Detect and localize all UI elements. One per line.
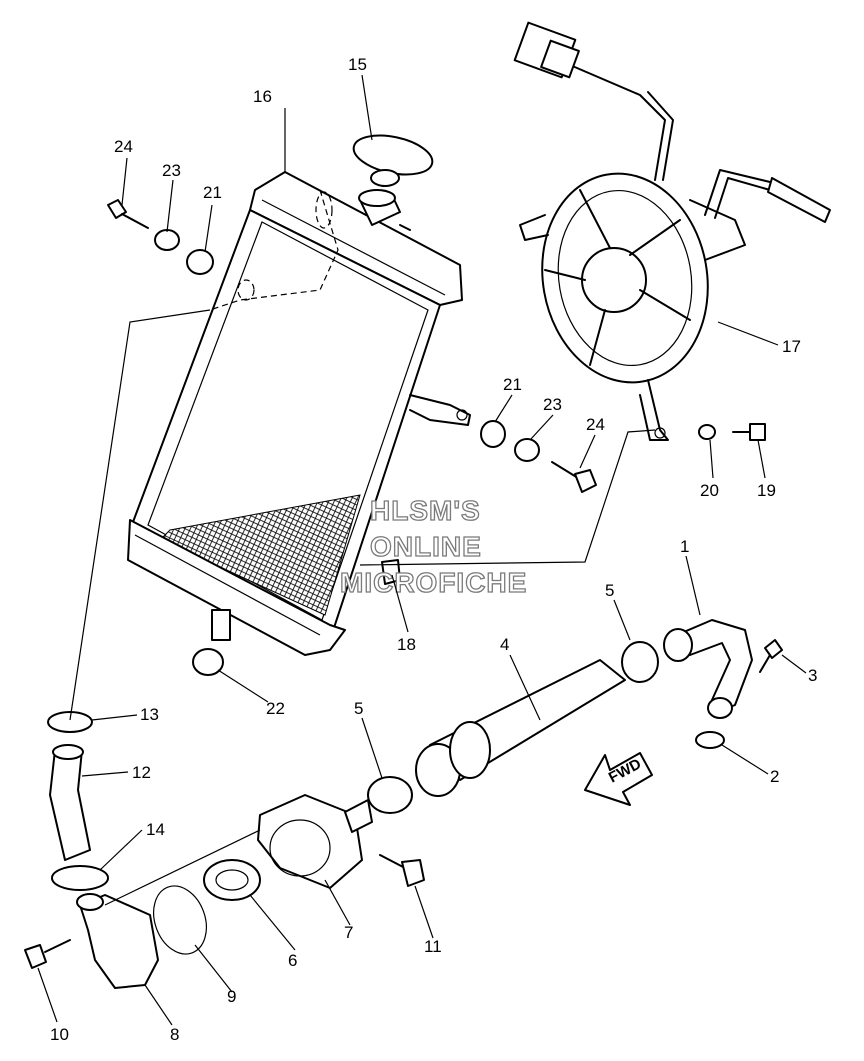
callout-5-left: 5 xyxy=(354,699,363,718)
callout-23-right: 23 xyxy=(543,395,562,414)
callout-23-upper: 23 xyxy=(162,161,181,180)
callout-10: 10 xyxy=(50,1025,69,1044)
hose-4 xyxy=(415,659,626,797)
callout-8: 8 xyxy=(170,1025,179,1044)
bolt-11 xyxy=(379,854,406,869)
thermostat xyxy=(203,859,261,901)
hardware-upper-left xyxy=(107,199,214,275)
watermark-line-3: MICROFICHE xyxy=(340,567,527,598)
clip-18 xyxy=(381,559,401,585)
thermostat-housing xyxy=(257,794,373,889)
callouts: 16 15 24 23 21 17 21 23 24 20 19 18 22 1… xyxy=(50,55,817,1044)
callout-5-right: 5 xyxy=(605,581,614,600)
callout-21-right: 21 xyxy=(503,375,522,394)
callout-22: 22 xyxy=(266,699,285,718)
callout-2: 2 xyxy=(770,767,779,786)
o-ring-2 xyxy=(695,731,725,749)
assembly-line-left xyxy=(69,309,211,721)
callout-7: 7 xyxy=(344,923,353,942)
callout-14: 14 xyxy=(146,820,165,839)
callout-11: 11 xyxy=(424,937,442,956)
callout-19: 19 xyxy=(757,481,776,500)
hose-1 xyxy=(663,619,783,749)
radiator-cap xyxy=(352,134,434,187)
callout-15: 15 xyxy=(348,55,367,74)
callout-17: 17 xyxy=(782,337,801,356)
watermark-line-2: ONLINE xyxy=(370,531,482,562)
callout-9: 9 xyxy=(227,987,236,1006)
callout-1: 1 xyxy=(680,537,689,556)
callout-18: 18 xyxy=(397,635,416,654)
radiator xyxy=(127,171,471,656)
callout-24-right: 24 xyxy=(586,415,605,434)
fwd-direction-arrow: FWD xyxy=(584,752,653,806)
callout-21-upper: 21 xyxy=(203,183,222,202)
callout-3: 3 xyxy=(808,666,817,685)
callout-20: 20 xyxy=(700,481,719,500)
watermark: HLSM'S ONLINE MICROFICHE xyxy=(339,494,527,598)
clamp-13 xyxy=(47,711,93,733)
callout-leaders xyxy=(37,74,807,1026)
clamp-14 xyxy=(51,865,109,891)
o-ring-9 xyxy=(153,885,207,955)
assembly-line-fan xyxy=(359,429,656,566)
thermostat-cover xyxy=(76,893,159,989)
callout-6: 6 xyxy=(288,951,297,970)
hose-clamps xyxy=(367,641,659,814)
fan-assembly xyxy=(513,21,831,441)
callout-13: 13 xyxy=(140,705,159,724)
watermark-line-1: HLSM'S xyxy=(370,495,481,526)
callout-12: 12 xyxy=(132,763,151,782)
callout-4: 4 xyxy=(500,635,509,654)
grommet-22 xyxy=(192,648,224,676)
hose-12 xyxy=(49,749,91,861)
callout-24-upper: 24 xyxy=(114,137,133,156)
hardware-right xyxy=(480,420,766,493)
bolt-10 xyxy=(44,939,71,953)
assembly-line-thermo xyxy=(104,829,261,906)
callout-16: 16 xyxy=(253,87,272,106)
